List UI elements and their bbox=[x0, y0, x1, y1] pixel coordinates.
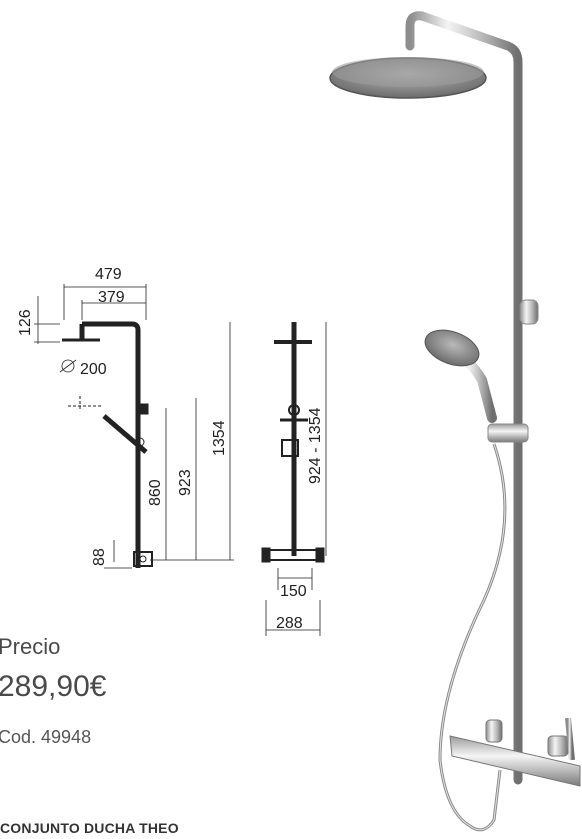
price-label: Precio bbox=[0, 634, 61, 659]
price-value: 289,90€ bbox=[0, 670, 107, 703]
dim-88: 88 bbox=[91, 548, 108, 566]
dim-200: 200 bbox=[80, 361, 107, 378]
dim-126: 126 bbox=[17, 309, 34, 336]
dim-379: 379 bbox=[98, 289, 125, 306]
dim-288: 288 bbox=[276, 615, 303, 632]
product-name: CONJUNTO DUCHA THEO bbox=[0, 820, 179, 836]
dim-479: 479 bbox=[95, 266, 122, 283]
side-elevation bbox=[34, 284, 234, 569]
shower-column-image bbox=[329, 11, 581, 832]
dim-150: 150 bbox=[280, 583, 307, 600]
product-code: Cod. 49948 bbox=[0, 727, 92, 747]
dim-1354: 1354 bbox=[211, 420, 228, 456]
dim-860: 860 bbox=[147, 479, 164, 506]
dim-923: 923 bbox=[177, 469, 194, 496]
front-elevation bbox=[261, 322, 327, 636]
dim-924-1354: 924 - 1354 bbox=[307, 407, 324, 484]
